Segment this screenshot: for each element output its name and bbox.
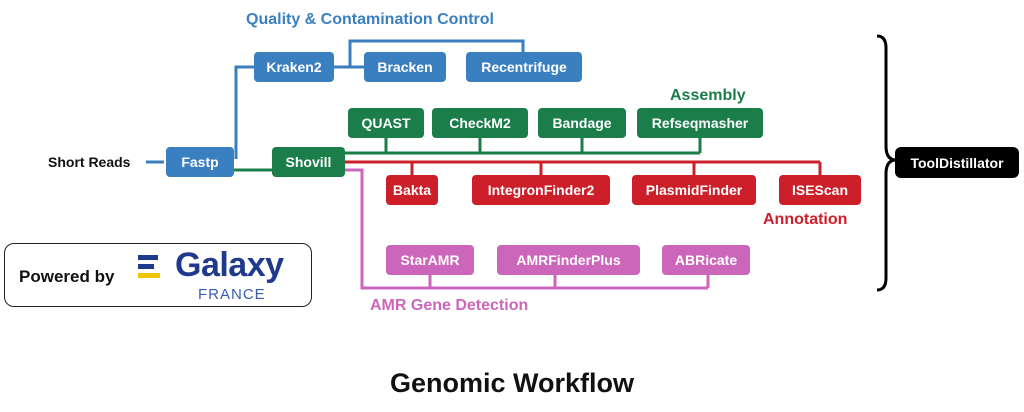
group-label-qc: Quality & Contamination Control bbox=[246, 11, 494, 28]
node-kraken2: Kraken2 bbox=[254, 52, 334, 82]
input-label: Short Reads bbox=[48, 154, 131, 170]
node-bakta: Bakta bbox=[386, 175, 438, 205]
node-shovill: Shovill bbox=[272, 147, 345, 177]
node-checkm2: CheckM2 bbox=[432, 108, 528, 138]
galaxy-country: FRANCE bbox=[198, 286, 266, 303]
group-label-amr: AMR Gene Detection bbox=[370, 297, 529, 314]
node-abricate: ABRicate bbox=[662, 245, 750, 275]
output-brace bbox=[876, 34, 897, 292]
powered-by-galaxy-logo: Powered by Galaxy FRANCE bbox=[4, 243, 312, 307]
page-title: Genomic Workflow bbox=[389, 368, 635, 398]
node-fastp: Fastp bbox=[166, 147, 234, 177]
node-recentrifuge: Recentrifuge bbox=[466, 52, 582, 82]
powered-by-text: Powered by bbox=[19, 267, 115, 286]
node-quast: QUAST bbox=[348, 108, 424, 138]
qc-connector-fastp-kraken2 bbox=[234, 65, 254, 159]
node-bandage: Bandage bbox=[538, 108, 626, 138]
node-tooldistillator: ToolDistillator bbox=[895, 147, 1019, 178]
galaxy-wordmark: Galaxy bbox=[175, 246, 284, 284]
node-plasmidfinder: PlasmidFinder bbox=[632, 175, 756, 205]
group-label-assembly: Assembly bbox=[670, 87, 746, 104]
node-refseqmasher: Refseqmasher bbox=[637, 108, 763, 138]
amr-main-connector bbox=[345, 168, 708, 290]
node-amrfinderplus: AMRFinderPlus bbox=[497, 245, 640, 275]
group-label-annotation: Annotation bbox=[763, 211, 848, 228]
node-staramr: StarAMR bbox=[386, 245, 474, 275]
node-isescan: ISEScan bbox=[779, 175, 861, 205]
qc-connector-top-bus bbox=[348, 39, 525, 67]
node-integronfinder2: IntegronFinder2 bbox=[472, 175, 610, 205]
node-bracken: Bracken bbox=[364, 52, 446, 82]
galaxy-logo-mark bbox=[138, 255, 160, 278]
